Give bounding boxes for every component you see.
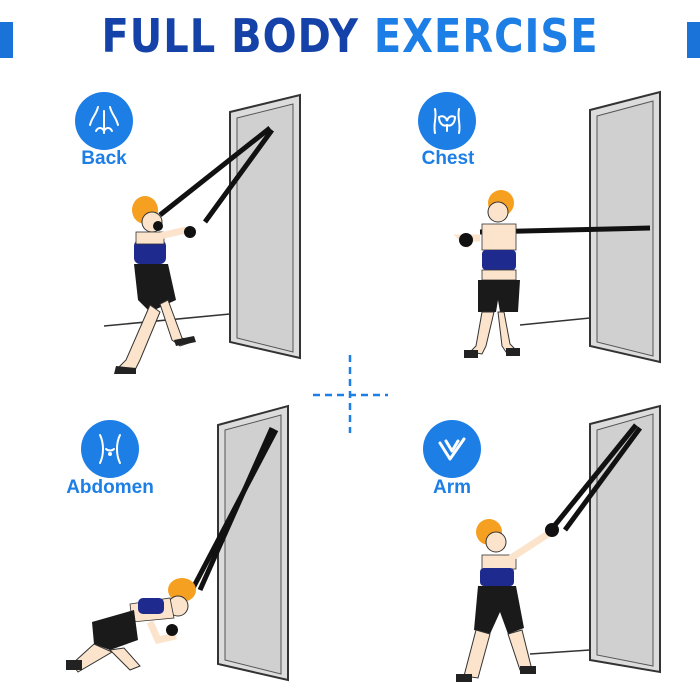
arm-check-icon xyxy=(423,420,481,478)
title-part-1: FULL BODY xyxy=(101,10,359,64)
door-arm xyxy=(529,404,661,674)
page-title: FULL BODY EXERCISE xyxy=(0,11,700,64)
abdomen-icon xyxy=(81,420,139,478)
figure-arm xyxy=(456,519,559,682)
exercise-label-arm: Arm xyxy=(432,477,471,498)
door-abdomen xyxy=(217,404,289,682)
back-muscle-icon xyxy=(75,92,133,150)
chest-muscle-icon xyxy=(418,92,476,150)
figure-back xyxy=(114,196,196,374)
strap-arm xyxy=(553,423,643,532)
center-divider-cross xyxy=(313,355,388,433)
right-accent-bar xyxy=(687,22,700,58)
exercise-label-chest: Chest xyxy=(421,148,475,169)
figure-chest xyxy=(453,190,520,358)
figure-abdomen xyxy=(66,578,196,673)
left-accent-bar xyxy=(0,22,13,58)
strap-back xyxy=(158,126,275,224)
exercise-label-abdomen: Abdomen xyxy=(66,477,154,498)
exercise-label-back: Back xyxy=(81,148,127,169)
title-part-2: EXERCISE xyxy=(373,10,599,64)
strap-abdomen xyxy=(189,426,279,592)
